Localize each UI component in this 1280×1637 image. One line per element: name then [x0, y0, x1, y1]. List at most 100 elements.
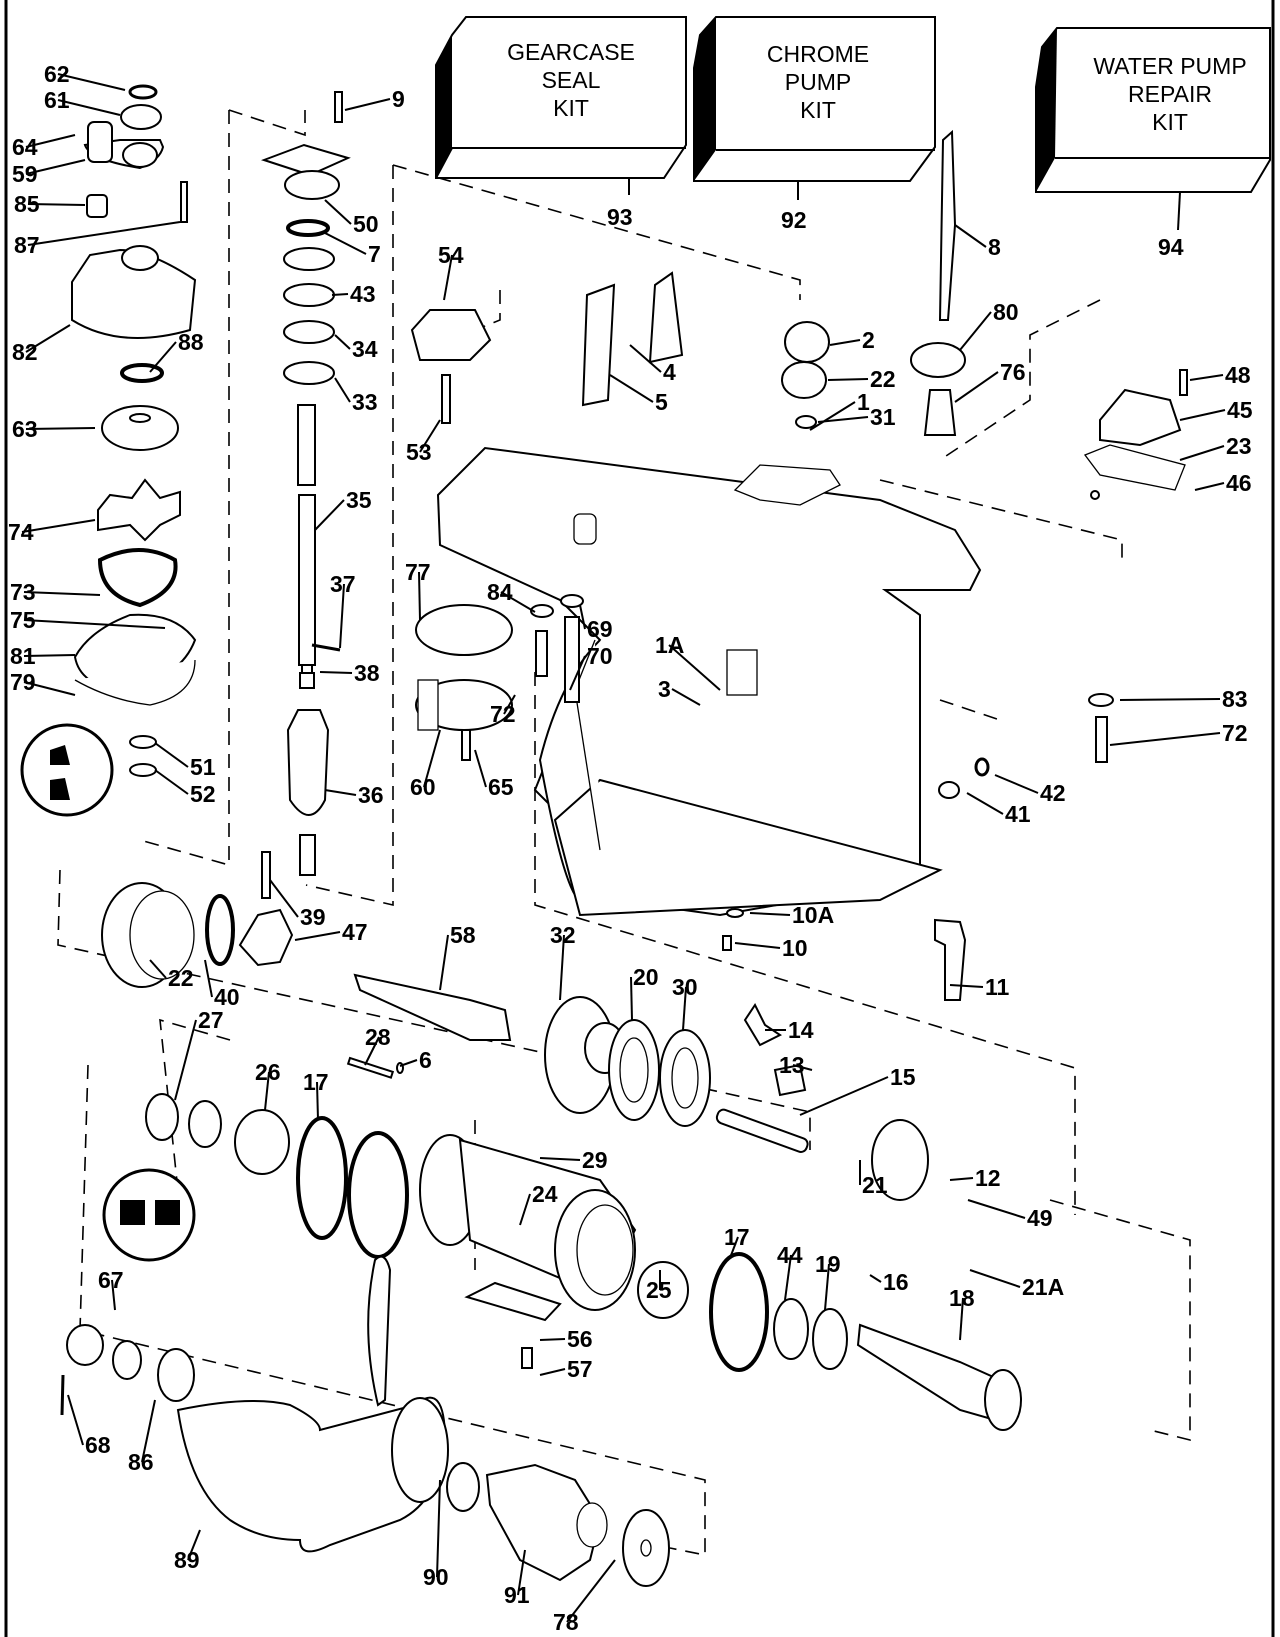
kit-box-94: WATER PUMP REPAIR KIT: [1035, 27, 1271, 231]
leader-line: [154, 742, 189, 768]
kit-92-line-3: KIT: [800, 97, 836, 123]
leader-line: [174, 1019, 197, 1101]
callout-label: 10: [782, 935, 808, 961]
callout-label: 12: [975, 1165, 1001, 1191]
leader-line: [792, 1064, 813, 1071]
callout-13: 13: [779, 1052, 813, 1078]
callout-label: 42: [1040, 780, 1066, 806]
kit-93-line-3: KIT: [553, 95, 589, 121]
callout-label: 92: [781, 207, 807, 233]
leader-line: [671, 688, 701, 706]
leader-line: [419, 419, 441, 453]
callout-22: 22: [827, 366, 896, 392]
leader-line: [959, 1297, 964, 1341]
callout-38: 38: [319, 660, 380, 686]
callout-77: 77: [405, 559, 431, 621]
leader-line: [809, 401, 856, 431]
leader-line: [1119, 698, 1221, 701]
callout-16: 16: [869, 1269, 909, 1295]
callout-label: 15: [890, 1064, 916, 1090]
leader-line: [111, 1279, 116, 1311]
leader-line: [749, 912, 791, 916]
callout-label: 33: [352, 389, 378, 415]
leader-line: [500, 591, 536, 613]
leader-line: [436, 1479, 441, 1578]
callout-25: 25: [646, 1270, 672, 1303]
callout-45: 45: [1179, 397, 1253, 423]
callout-40: 40: [204, 959, 240, 1010]
leader-line: [331, 293, 349, 296]
callout-label: 50: [353, 211, 379, 237]
leader-line: [824, 1263, 830, 1311]
callout-label: 76: [1000, 359, 1026, 385]
callout-8: 8: [954, 224, 1001, 260]
callout-68: 68: [67, 1394, 111, 1458]
callout-89: 89: [174, 1529, 201, 1573]
callout-48: 48: [1189, 362, 1251, 388]
leader-line: [1189, 374, 1224, 381]
leader-line: [294, 931, 341, 941]
callout-90: 90: [423, 1479, 449, 1590]
callout-label: 21: [862, 1172, 888, 1198]
callout-label: 56: [567, 1326, 593, 1352]
callout-47: 47: [294, 919, 368, 945]
leader-line: [23, 681, 76, 696]
leader-line: [569, 655, 586, 691]
gear-train-parts: [101, 882, 929, 1201]
leader-line: [187, 1529, 201, 1561]
callout-label: 84: [487, 579, 513, 605]
callout-58: 58: [439, 922, 476, 991]
callout-80: 80: [959, 299, 1019, 351]
leader-line: [324, 789, 357, 796]
callout-label: 28: [365, 1024, 391, 1050]
leader-line: [1179, 409, 1226, 421]
callout-label: 6: [419, 1047, 432, 1073]
callout-82: 82: [12, 324, 71, 365]
leader-line: [817, 416, 869, 423]
callout-33: 33: [334, 377, 378, 415]
leader-line: [967, 1199, 1026, 1219]
callout-54: 54: [438, 242, 464, 301]
leader-line: [503, 694, 516, 715]
callout-24: 24: [519, 1181, 558, 1226]
callout-11: 11: [949, 974, 1010, 1000]
kit-92-line-2: PUMP: [785, 69, 851, 95]
leader-line: [799, 1076, 889, 1116]
leader-line: [25, 159, 86, 175]
callout-86: 86: [128, 1399, 156, 1475]
leader-line: [418, 571, 421, 621]
callout-label: 9: [392, 86, 405, 112]
callout-50: 50: [324, 199, 379, 237]
callout-label: 31: [870, 404, 896, 430]
callout-49: 49: [967, 1199, 1053, 1231]
callout-41: 41: [966, 792, 1031, 827]
callout-73: 73: [10, 579, 101, 605]
leader-line: [827, 378, 869, 381]
callout-93: 93: [607, 204, 633, 230]
leader-line: [474, 749, 487, 788]
callout-7: 7: [324, 232, 381, 267]
callout-81: 81: [10, 643, 76, 669]
callout-label: 1A: [655, 632, 684, 658]
callout-85: 85: [14, 191, 86, 217]
callout-label: 35: [346, 487, 372, 513]
callout-label: 60: [410, 774, 436, 800]
callout-label: 72: [1222, 720, 1248, 746]
leader-line: [729, 1236, 739, 1259]
callout-20: 20: [630, 964, 659, 1021]
callout-84: 84: [487, 579, 536, 613]
callout-label: 58: [450, 922, 476, 948]
callout-17: 17: [303, 1069, 329, 1121]
leader-line: [566, 1559, 616, 1623]
callout-label: 75: [10, 607, 36, 633]
callout-label: 62: [44, 61, 70, 87]
callout-88: 88: [149, 329, 204, 373]
callout-35: 35: [314, 487, 372, 531]
leader-line: [27, 203, 86, 206]
leader-line: [25, 324, 71, 353]
callout-19: 19: [815, 1251, 841, 1311]
leader-line: [517, 1549, 526, 1596]
callout-label: 11: [985, 974, 1010, 1000]
callout-label: 25: [646, 1277, 672, 1303]
callout-label: 19: [815, 1251, 841, 1277]
